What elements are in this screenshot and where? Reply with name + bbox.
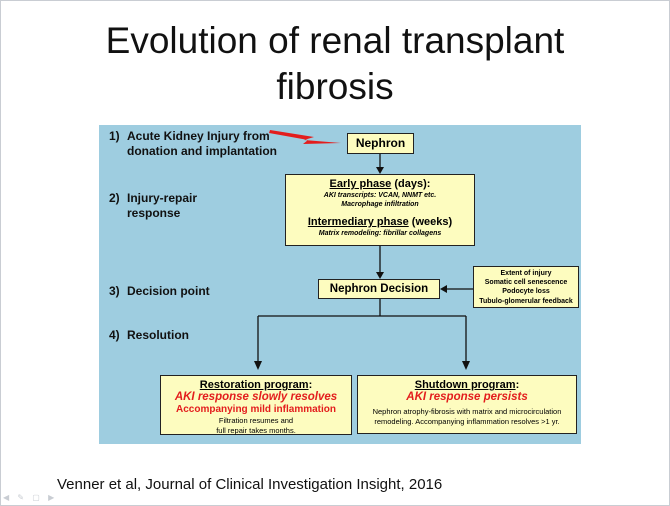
restoration-note-2: full repair takes months. (216, 426, 296, 435)
early-phase-title: Early phase (329, 178, 392, 190)
step-3-number: 3) (109, 284, 120, 298)
slide-title: Evolution of renal transplant fibrosis (0, 18, 670, 110)
restoration-note-1: Filtration resumes and (218, 416, 294, 425)
arrowhead-factors (440, 285, 447, 293)
step-4: 4) Resolution (109, 328, 189, 343)
citation: Venner et al, Journal of Clinical Invest… (57, 476, 443, 493)
intermediate-phase-suffix: (weeks) (408, 216, 453, 228)
early-phase-heading: Early phase (days): (286, 178, 474, 191)
restoration-heading: Restoration program: (161, 379, 351, 391)
arrowhead-restoration (254, 361, 262, 370)
nephron-box: Nephron (347, 133, 414, 154)
factor-item: Tubulo-glomerular feedback (479, 297, 573, 305)
step-4-number: 4) (109, 328, 120, 342)
early-phase-line-1: AKI transcripts: VCAN, NNMT etc. (323, 192, 437, 199)
step-1-number: 1) (109, 129, 120, 143)
shutdown-note-2: remodeling. Accompanying inflammation re… (374, 417, 560, 426)
step-2-number: 2) (109, 191, 120, 205)
early-phase-line-2: Macrophage infiltration (341, 201, 419, 208)
restoration-program-box: Restoration program: AKI response slowly… (160, 375, 352, 435)
shutdown-heading: Shutdown program: (358, 379, 576, 391)
fibrosis-diagram: 1) Acute Kidney Injury from donation and … (99, 125, 581, 444)
restoration-red-line-2: Accompanying mild inflammation (175, 404, 337, 415)
shutdown-note-1: Nephron atrophy-fibrosis with matrix and… (372, 407, 562, 416)
step-2-text: Injury-repair response (127, 191, 198, 220)
intermediate-phase-line-1: Matrix remodeling: fibrillar collagens (318, 230, 442, 237)
step-1-text: Acute Kidney Injury from donation and im… (127, 129, 277, 158)
factor-item: Podocyte loss (502, 288, 550, 296)
diagram-connectors (254, 130, 473, 370)
step-4-text: Resolution (127, 328, 189, 342)
arrowhead-shutdown (462, 361, 470, 370)
restoration-title: Restoration program (199, 379, 309, 391)
restoration-red-line-1: AKI response slowly resolves (174, 391, 338, 403)
phase-box: Early phase (days): AKI transcripts: VCA… (285, 174, 475, 246)
decision-factors-box: Extent of injury Somatic cell senescence… (473, 266, 579, 308)
arrowhead-phase (376, 167, 384, 174)
step-3: 3) Decision point (109, 284, 210, 299)
shutdown-title: Shutdown program (414, 379, 516, 391)
factor-item: Extent of injury (500, 270, 552, 277)
title-line-2: fibrosis (276, 66, 394, 107)
shutdown-colon: : (515, 379, 520, 391)
shutdown-red-line-1: AKI response persists (406, 391, 528, 403)
arrowhead-decision (376, 272, 384, 279)
factor-item: Somatic cell senescence (484, 279, 568, 287)
intermediate-phase-heading: Intermediary phase (weeks) (286, 216, 474, 229)
slide-nav-icons[interactable]: ◀ ✎ ▢ ▶ (3, 493, 58, 502)
step-2: 2) Injury-repair response (109, 191, 227, 221)
step-3-text: Decision point (127, 284, 210, 298)
title-line-1: Evolution of renal transplant (105, 20, 565, 61)
nephron-decision-box: Nephron Decision (318, 279, 440, 299)
shutdown-program-box: Shutdown program: AKI response persists … (357, 375, 577, 434)
early-phase-suffix: (days): (391, 178, 431, 190)
intermediate-phase-title: Intermediary phase (307, 216, 409, 228)
lightning-bolt-icon (269, 130, 341, 144)
restoration-colon: : (308, 379, 313, 391)
step-1: 1) Acute Kidney Injury from donation and … (109, 129, 277, 159)
